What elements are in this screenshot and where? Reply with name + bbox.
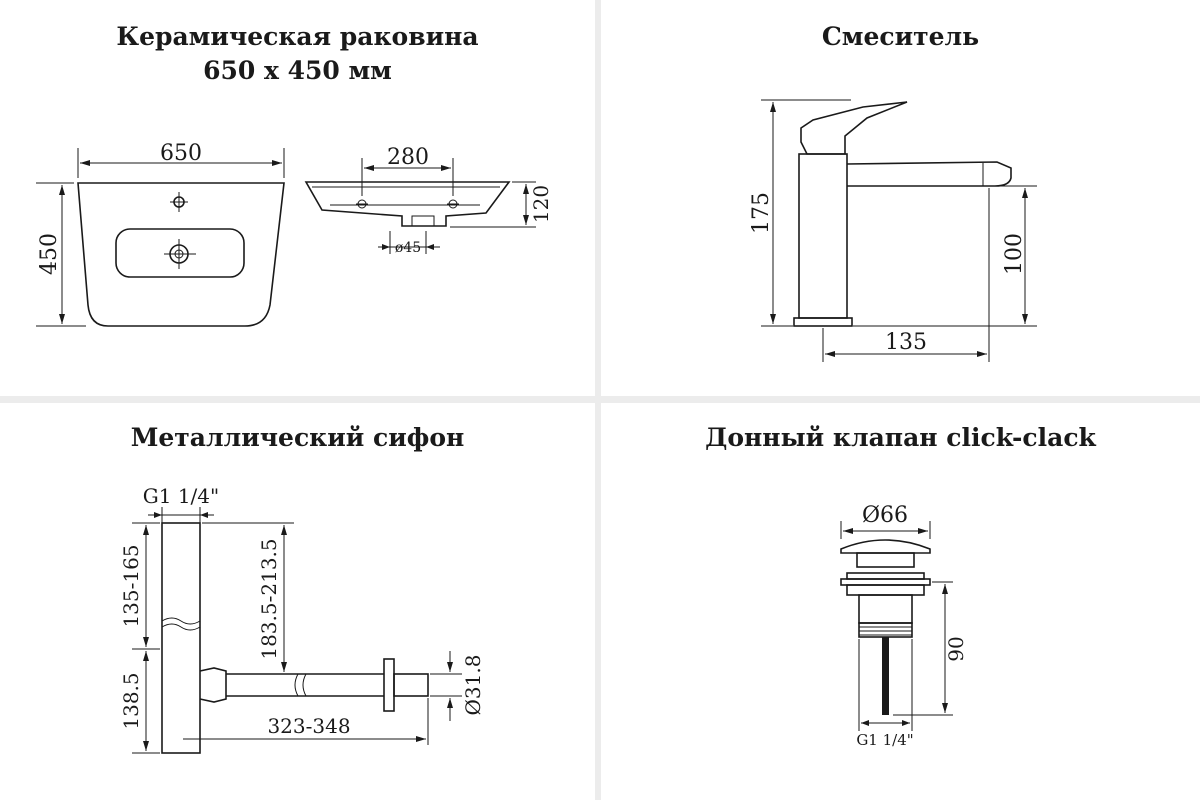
- sink-basin: [115, 228, 245, 278]
- siphon-vertical-pipe: [161, 522, 201, 754]
- sink-depth-label: 120: [529, 185, 553, 223]
- valve-diameter-label: Ø66: [862, 503, 908, 528]
- sink-width-label: 650: [160, 141, 202, 166]
- valve-height-label: 90: [944, 636, 968, 661]
- siphon-title: Металлический сифон: [130, 423, 465, 452]
- faucet-spout: [846, 161, 1012, 187]
- upper-length-label: 135-165: [119, 544, 143, 627]
- faucet-panel: Смеситель 175 100: [601, 0, 1200, 396]
- sink-height-label: 450: [37, 233, 62, 275]
- sink-size-subtitle: 650 x 450 мм: [203, 56, 392, 85]
- sink-panel: Керамическая раковина 650 x 450 мм 650: [0, 0, 595, 396]
- valve-flange: [846, 572, 925, 580]
- horizontal-range-label: 323-348: [267, 714, 350, 738]
- valve-cap: [840, 539, 931, 554]
- valve-panel: Донный клапан click-clack Ø66: [601, 403, 1200, 800]
- faucet-title: Смеситель: [821, 22, 980, 51]
- lower-length-label: 138.5: [119, 672, 143, 729]
- siphon-panel: Металлический сифон G1 1/4": [0, 403, 595, 800]
- valve-body: [858, 594, 913, 624]
- sink-top-outline: [77, 182, 285, 327]
- spout-height-label: 100: [1002, 233, 1027, 275]
- siphon-thread-label: G1 1/4": [143, 484, 219, 508]
- sink-title: Керамическая раковина: [116, 22, 479, 51]
- outlet-diameter-label: Ø31.8: [461, 655, 485, 716]
- siphon-drawing: G1 1/4" 135-165: [119, 484, 485, 754]
- vertical-range-label: 183.5-213.5: [257, 538, 281, 659]
- sink-drawing: 650 450 280: [36, 141, 553, 327]
- siphon-elbow-fitting: [199, 667, 227, 703]
- sink-side-profile: [304, 181, 511, 227]
- faucet-body: [798, 153, 848, 319]
- faucet-base: [793, 317, 853, 327]
- valve-stem: [882, 637, 889, 715]
- siphon-wall-flange: [383, 658, 395, 712]
- holes-spacing-label: 280: [387, 145, 429, 170]
- faucet-height-label: 175: [749, 192, 774, 234]
- valve-title: Донный клапан click-clack: [705, 423, 1096, 452]
- spout-reach-label: 135: [885, 330, 927, 355]
- faucet-lever: [800, 101, 908, 155]
- faucet-drawing: 175 100 135: [749, 99, 1037, 362]
- valve-thread-label: G1 1/4": [856, 731, 913, 749]
- drain-diameter-label: ø45: [395, 240, 421, 256]
- valve-drawing: Ø66 9: [840, 503, 968, 749]
